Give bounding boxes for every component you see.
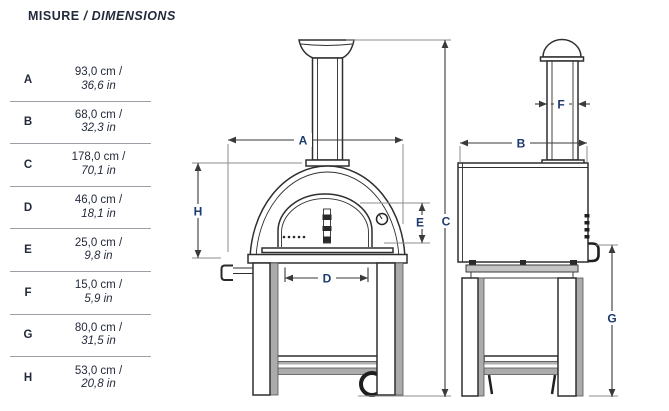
dimension-value: 93,0 cm /36,6 in bbox=[74, 66, 123, 92]
dimension-value: 53,0 cm /20,8 in bbox=[74, 364, 123, 391]
door-handle-side bbox=[584, 214, 600, 263]
dim-label-a: A bbox=[299, 134, 308, 148]
dim-label-g: G bbox=[607, 312, 616, 326]
bench-top bbox=[247, 253, 408, 264]
dim-label-c: C bbox=[442, 215, 451, 229]
dimension-letter: E bbox=[24, 244, 32, 257]
title-separator: / bbox=[83, 9, 88, 23]
dim-label-e: E bbox=[416, 216, 424, 230]
stand-legs-side bbox=[461, 277, 584, 397]
dim-label-d: D bbox=[323, 272, 332, 286]
dimension-value: 80,0 cm /31,5 in bbox=[74, 321, 123, 348]
thermometer-icon bbox=[375, 212, 389, 226]
dimension-value: 25,0 cm /9,8 in bbox=[74, 236, 123, 263]
stand-legs-front bbox=[252, 262, 404, 396]
table-row: F 15,0 cm /5,9 in bbox=[10, 272, 151, 315]
dimension-letter: C bbox=[23, 158, 33, 171]
dimension-ticks-d bbox=[284, 267, 369, 282]
title-italian: MISURE bbox=[28, 9, 80, 23]
oven-floor-edge bbox=[261, 247, 394, 254]
stand-shelf-side bbox=[483, 355, 559, 375]
dimension-letter: H bbox=[23, 372, 33, 385]
side-view: B F G bbox=[457, 38, 621, 397]
mounting-tabs bbox=[469, 260, 577, 266]
oven-door bbox=[277, 193, 389, 247]
table-row: D 46,0 cm /18,1 in bbox=[10, 187, 151, 230]
table-row: C 178,0 cm /70,1 in bbox=[10, 144, 151, 187]
table-row: B 68,0 cm /32,3 in bbox=[10, 102, 151, 145]
table-row: H 53,0 cm /20,8 in bbox=[10, 357, 151, 400]
front-view: A C H E D bbox=[189, 39, 455, 397]
dim-label-b: B bbox=[517, 137, 526, 151]
dimension-letter: B bbox=[23, 116, 33, 129]
dimension-letter: A bbox=[23, 73, 33, 86]
stand-top-side bbox=[465, 264, 579, 279]
dimension-value: 15,0 cm /5,9 in bbox=[74, 279, 123, 305]
title-english: DIMENSIONS bbox=[91, 9, 176, 23]
vent-holes bbox=[282, 235, 306, 239]
side-handle-knob bbox=[220, 264, 253, 281]
page-title: MISURE/DIMENSIONS bbox=[28, 9, 176, 23]
dim-label-h: H bbox=[194, 205, 203, 219]
dimensions-table: A 93,0 cm /36,6 in B 68,0 cm /32,3 in C … bbox=[10, 59, 151, 400]
dimension-value: 178,0 cm /70,1 in bbox=[71, 151, 126, 177]
dimension-letter: F bbox=[24, 286, 32, 299]
rear-legs bbox=[487, 374, 557, 395]
dimension-letter: G bbox=[23, 329, 33, 342]
dimension-letter: D bbox=[23, 201, 33, 214]
stand-shelf-front bbox=[269, 355, 379, 375]
door-handle bbox=[322, 208, 332, 244]
extension-lines-front bbox=[192, 39, 451, 397]
dimension-value: 68,0 cm /32,3 in bbox=[74, 108, 123, 135]
dim-label-f: F bbox=[557, 98, 564, 112]
table-row: E 25,0 cm /9,8 in bbox=[10, 229, 151, 272]
dimension-value: 46,0 cm /18,1 in bbox=[74, 194, 123, 220]
table-row: A 93,0 cm /36,6 in bbox=[10, 59, 151, 102]
oven-body-side bbox=[457, 162, 600, 266]
table-row: G 80,0 cm /31,5 in bbox=[10, 315, 151, 358]
